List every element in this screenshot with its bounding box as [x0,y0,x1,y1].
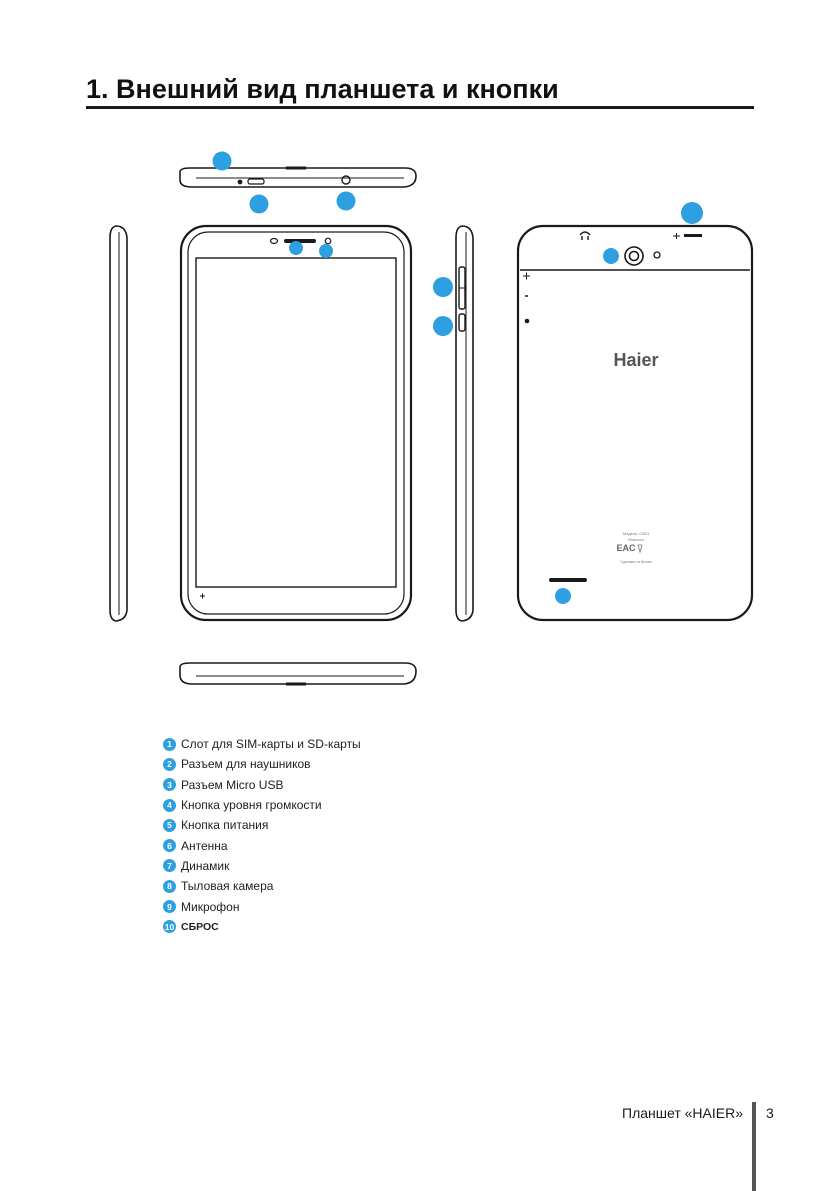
legend-item-sim-sd-slot: 1 Слот для SIM-карты и SD-карты [163,734,361,754]
footer-divider-bar [752,1102,756,1191]
eac-mark: EAC [616,543,636,553]
tablet-diagram: Haier Модель: G801 Ёмкость EAC Сделано в… [109,151,754,686]
callout-marker [212,151,232,171]
legend-item-label: Микрофон [181,899,240,914]
back-label-line-2: Ёмкость [628,537,643,542]
callout-marker [555,588,571,604]
callout-marker [336,191,356,211]
brand-logo: Haier [613,350,658,370]
tablet-right-side-view [455,225,474,622]
legend-item-antenna: 6 Антенна [163,835,361,855]
callout-marker [681,202,703,224]
page-title: 1. Внешний вид планшета и кнопки [86,72,754,109]
tablet-front-view [179,224,413,622]
legend-item-rear-camera: 8 Тыловая камера [163,876,361,896]
callout-marker [289,241,303,255]
tablet-bottom-edge-view [179,662,417,686]
legend-number-badge: 3 [163,778,176,792]
footer-document-title: Планшет «HAIER» [622,1105,743,1121]
legend-item-speaker: 7 Динамик [163,856,361,876]
legend-item-label: Разъем Micro USB [181,777,284,792]
legend-number-badge: 1 [163,737,176,751]
legend-item-power-button: 5 Кнопка питания [163,815,361,835]
legend-number-badge: 9 [163,900,176,914]
legend-number-badge: 5 [163,818,176,832]
callout-marker [603,248,619,264]
recycle-icon [637,544,643,554]
tablet-back-view [516,224,754,622]
callout-marker [433,316,453,336]
tablet-left-side-view [109,225,128,622]
page-number: 3 [766,1105,774,1121]
legend-item-microphone: 9 Микрофон [163,896,361,916]
callout-marker [433,277,453,297]
legend-item-headphone-jack: 2 Разъем для наушников [163,754,361,774]
callout-marker [319,244,333,258]
tablet-top-edge-view [179,166,417,188]
legend-number-badge: 2 [163,757,176,771]
back-label-line-1: Модель: G801 [623,531,650,536]
legend-item-label: Тыловая камера [181,879,274,894]
legend-item-volume-button: 4 Кнопка уровня громкости [163,795,361,815]
legend-item-label: Слот для SIM-карты и SD-карты [181,737,361,752]
legend-item-label: Разъем для наушников [181,757,311,772]
legend-item-label: Динамик [181,858,230,873]
legend-number-badge: 4 [163,798,176,812]
legend-item-label: Антенна [181,838,228,853]
legend-number-badge: 7 [163,859,176,873]
legend-number-badge: 8 [163,879,176,893]
legend-item-label: СБРОС [181,920,219,933]
legend-number-badge: 10 [163,920,176,934]
legend-item-label: Кнопка уровня громкости [181,798,322,813]
legend-number-badge: 6 [163,839,176,853]
back-label-line-3: Сделано в Китае [620,559,652,564]
legend-item-micro-usb: 3 Разъем Micro USB [163,775,361,795]
parts-legend: 1 Слот для SIM-карты и SD-карты 2 Разъем д… [163,734,361,937]
legend-item-reset: 10 СБРОС [163,917,361,937]
legend-item-label: Кнопка питания [181,818,269,833]
callout-marker [249,194,269,214]
